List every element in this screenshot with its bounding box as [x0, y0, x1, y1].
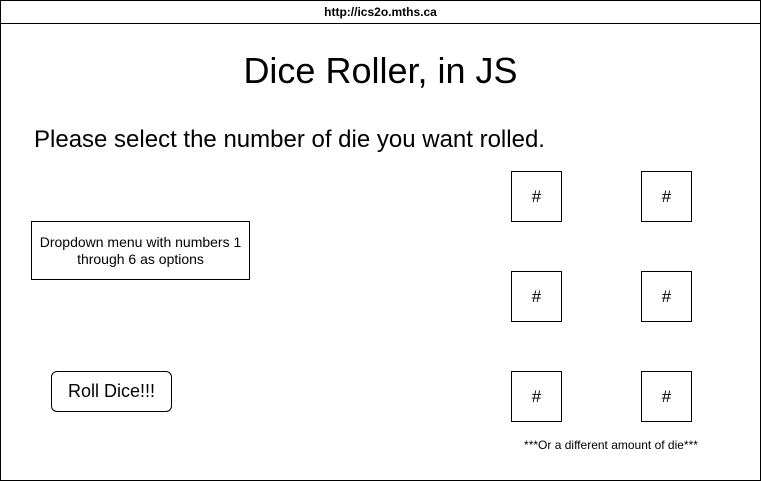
die-value: #	[531, 386, 542, 406]
die-result-6: #	[641, 371, 692, 422]
die-result-5: #	[511, 371, 562, 422]
page-title: Dice Roller, in JS	[243, 50, 518, 91]
dice-amount-note: ***Or a different amount of die***	[524, 438, 698, 452]
die-result-3: #	[511, 271, 562, 322]
url-text: http://ics2o.mths.ca	[324, 5, 437, 19]
dice-count-dropdown[interactable]: Dropdown menu with numbers 1 through 6 a…	[31, 221, 250, 280]
die-value: #	[531, 186, 542, 206]
address-bar[interactable]: http://ics2o.mths.ca	[1, 1, 760, 24]
roll-dice-button[interactable]: Roll Dice!!!	[51, 371, 172, 412]
roll-dice-button-label: Roll Dice!!!	[67, 381, 156, 401]
instruction-text: Please select the number of die you want…	[34, 126, 545, 153]
die-result-1: #	[511, 171, 562, 222]
die-result-4: #	[641, 271, 692, 322]
die-value: #	[531, 286, 542, 306]
die-result-2: #	[641, 171, 692, 222]
dropdown-placeholder-label: Dropdown menu with numbers 1 through 6 a…	[39, 233, 242, 267]
die-value: #	[661, 186, 672, 206]
die-value: #	[661, 286, 672, 306]
die-value: #	[661, 386, 672, 406]
